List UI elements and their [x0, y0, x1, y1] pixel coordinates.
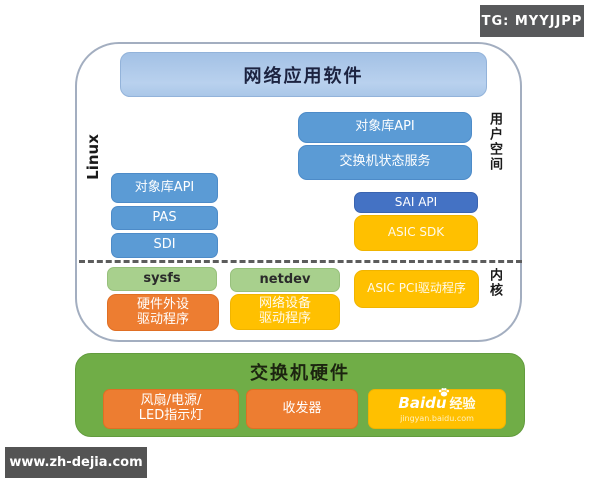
- sysfs-box: sysfs: [107, 267, 217, 291]
- netdev-box: netdev: [230, 268, 340, 292]
- switch-state-service-box: 交换机状态服务: [298, 145, 472, 180]
- baidu-site-url: jingyan.baidu.com: [400, 413, 474, 423]
- pas-box: PAS: [111, 206, 218, 230]
- hw-driver-line2: 驱动程序: [136, 311, 189, 327]
- user-space-label: 用户空间: [487, 112, 502, 172]
- kernel-label: 内核: [487, 268, 502, 298]
- object-library-api-box-right: 对象库API: [298, 112, 472, 143]
- fan-power-led-box: 风扇/电源/ LED指示灯: [103, 389, 239, 429]
- tg-badge: TG: MYYJJPP: [480, 5, 584, 37]
- net-driver-line2: 驱动程序: [258, 311, 311, 326]
- fan-power-line2: LED指示灯: [138, 408, 204, 423]
- hw-driver-line1: 硬件外设: [136, 296, 189, 312]
- sdi-box: SDI: [111, 233, 218, 258]
- baidu-jingyan-logo-box: Baidu 经验 jingyan.baidu.com: [368, 388, 506, 429]
- baidu-suffix-text: 经验: [449, 396, 476, 412]
- asic-sdk-box: ASIC SDK: [354, 215, 478, 251]
- linux-software-frame: 网络应用软件 Linux 用户空间 内核 对象库API 交换机状态服务 对象库A…: [75, 42, 522, 342]
- net-driver-line1: 网络设备: [258, 296, 311, 312]
- baidu-brand-text: Baidu: [398, 388, 449, 412]
- fan-power-line1: 风扇/电源/: [140, 393, 202, 409]
- switch-hardware-frame: 交换机硬件 风扇/电源/ LED指示灯 收发器 Baidu 经验 jingyan…: [75, 353, 525, 437]
- watermark-badge: www.zh-dejia.com: [5, 447, 147, 478]
- switch-hardware-title: 交换机硬件: [250, 363, 350, 384]
- paw-icon: [438, 388, 449, 397]
- sai-api-box: SAI API: [354, 192, 478, 213]
- asic-pci-driver-box: ASIC PCI驱动程序: [354, 270, 479, 308]
- object-library-api-box-left: 对象库API: [111, 173, 218, 203]
- transceiver-box: 收发器: [246, 389, 358, 429]
- network-app-software-bar: 网络应用软件: [120, 52, 487, 97]
- user-kernel-dashed-divider: [79, 260, 522, 263]
- linux-label: Linux: [84, 134, 102, 180]
- baidu-logo: Baidu 经验 jingyan.baidu.com: [398, 388, 476, 423]
- network-device-driver-box: 网络设备 驱动程序: [230, 294, 340, 330]
- hardware-peripheral-driver-box: 硬件外设 驱动程序: [107, 294, 219, 331]
